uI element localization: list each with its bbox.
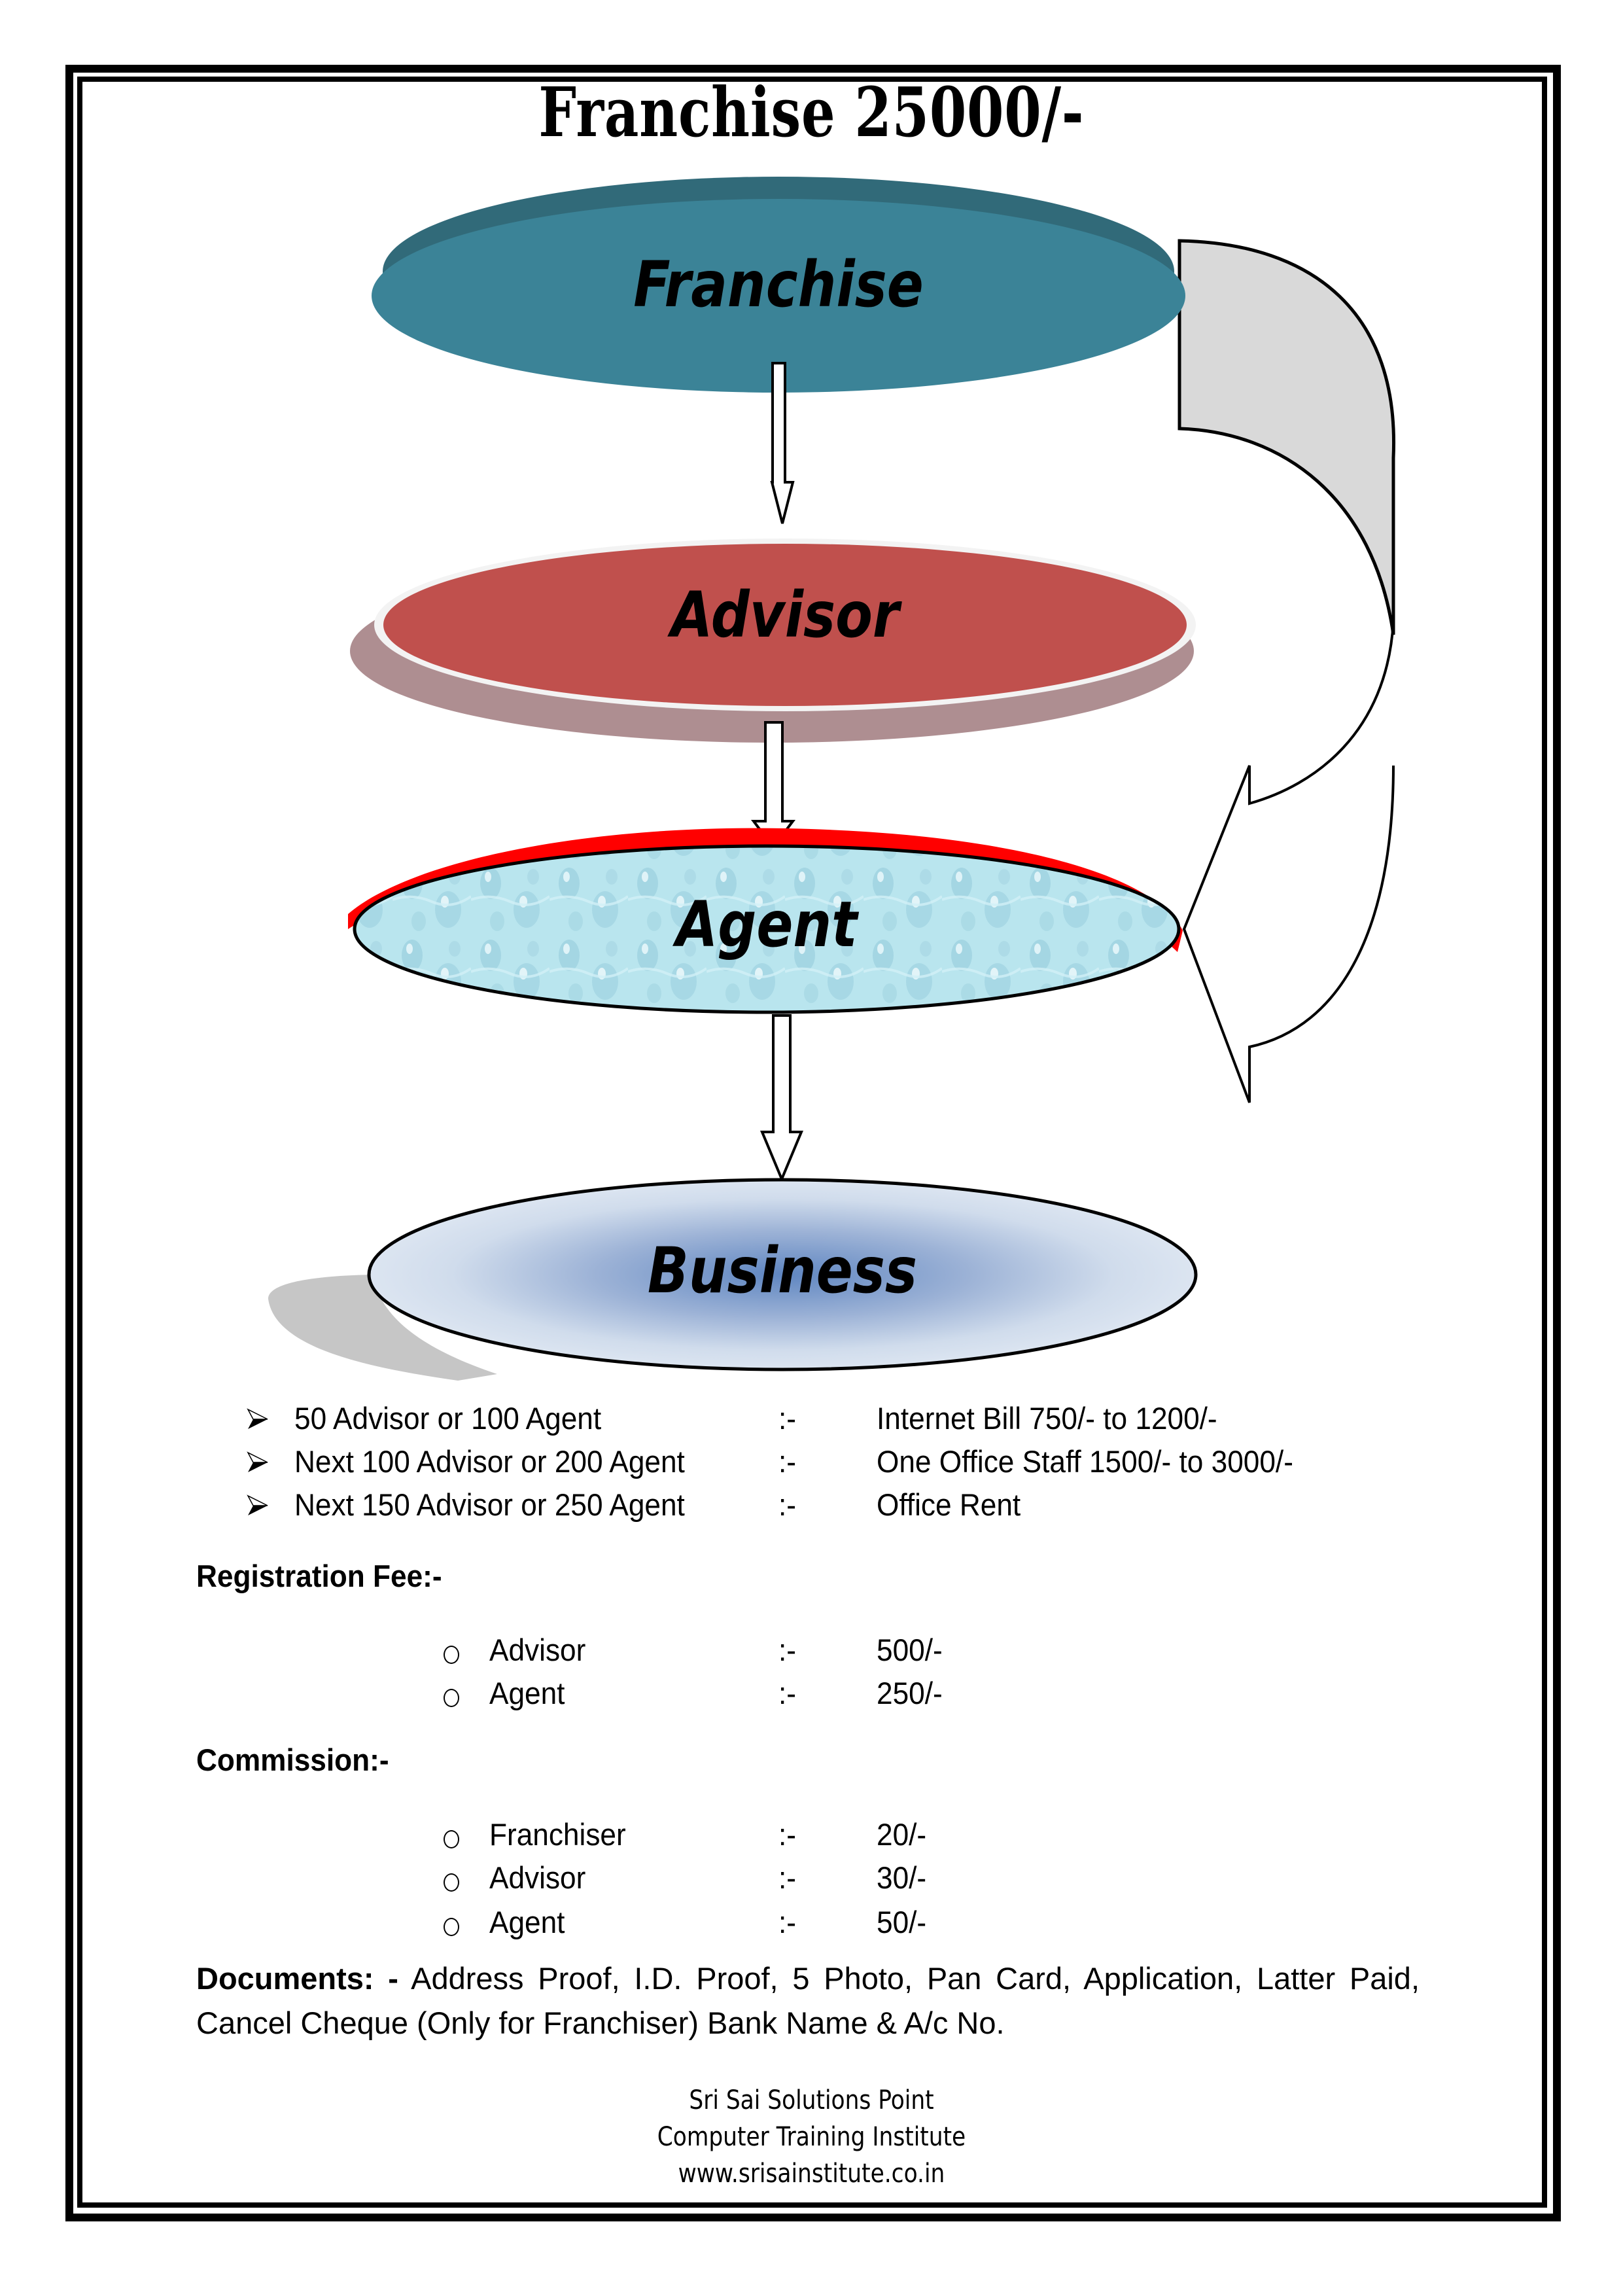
documents-heading: Documents: - [196, 1961, 398, 1996]
page-border-outer [65, 65, 1561, 2221]
fee-sep: :- [778, 1633, 796, 1667]
circle-bullet-icon [444, 1918, 459, 1936]
fee-sep: :- [778, 1676, 796, 1710]
down-arrow-1 [770, 362, 795, 524]
registration-fee-heading: Registration Fee:- [196, 1559, 442, 1593]
commission-value: 30/- [877, 1860, 927, 1895]
commission-sep: :- [778, 1817, 796, 1852]
footer: Sri Sai Solutions Point Computer Trainin… [0, 2082, 1623, 2192]
target-sep: :- [778, 1487, 796, 1522]
target-label: Next 150 Advisor or 250 Agent [294, 1487, 685, 1522]
footer-org-name: Sri Sai Solutions Point [689, 2085, 934, 2115]
curved-return-arrow [1178, 239, 1396, 1103]
circle-bullet-icon [444, 1689, 459, 1707]
down-arrow-3 [760, 1014, 803, 1183]
documents-paragraph: Documents: - Address Proof, I.D. Proof, … [196, 1956, 1420, 2045]
flow-diagram: Franchise Advisor Agent Business [268, 177, 1396, 1381]
commission-value: 50/- [877, 1905, 927, 1939]
arrow-bullet-icon [247, 1451, 268, 1472]
node-label-franchise: Franchise [633, 249, 924, 322]
target-value: One Office Staff 1500/- to 3000/- [877, 1444, 1293, 1479]
node-business: Business [268, 1178, 1198, 1381]
node-advisor: Advisor [350, 539, 1196, 743]
target-label: Next 100 Advisor or 200 Agent [294, 1444, 685, 1479]
node-label-agent: Agent [672, 889, 860, 962]
commission-sep: :- [778, 1905, 796, 1939]
commission-label: Franchiser [489, 1817, 626, 1852]
fee-value: 250/- [877, 1676, 943, 1710]
circle-bullet-icon [444, 1830, 459, 1848]
arrow-bullet-icon [247, 1494, 268, 1515]
target-label: 50 Advisor or 100 Agent [294, 1401, 602, 1436]
footer-website: www.srisainstitute.co.in [678, 2159, 945, 2189]
commission-label: Advisor [489, 1860, 586, 1895]
node-franchise: Franchise [372, 177, 1185, 393]
node-label-advisor: Advisor [667, 579, 902, 652]
node-agent: Agent [348, 828, 1183, 1014]
commission-sep: :- [778, 1860, 796, 1895]
arrow-bullet-icon [247, 1408, 268, 1429]
page-border-inner [77, 77, 1547, 2208]
target-value: Internet Bill 750/- to 1200/- [877, 1401, 1217, 1436]
fee-label: Advisor [489, 1633, 586, 1667]
circle-bullet-icon [444, 1646, 459, 1664]
commission-heading: Commission:- [196, 1742, 389, 1777]
fee-value: 500/- [877, 1633, 943, 1667]
fee-label: Agent [489, 1676, 565, 1710]
commission-value: 20/- [877, 1817, 927, 1852]
documents-text: Address Proof, I.D. Proof, 5 Photo, Pan … [196, 1961, 1420, 2040]
footer-org-type: Computer Training Institute [657, 2122, 966, 2152]
node-label-business: Business [648, 1235, 917, 1308]
circle-bullet-icon [444, 1873, 459, 1892]
page-title: Franchise 25000/- [538, 72, 1085, 152]
target-sep: :- [778, 1401, 796, 1436]
target-value: Office Rent [877, 1487, 1021, 1522]
commission-label: Agent [489, 1905, 565, 1939]
target-sep: :- [778, 1444, 796, 1479]
